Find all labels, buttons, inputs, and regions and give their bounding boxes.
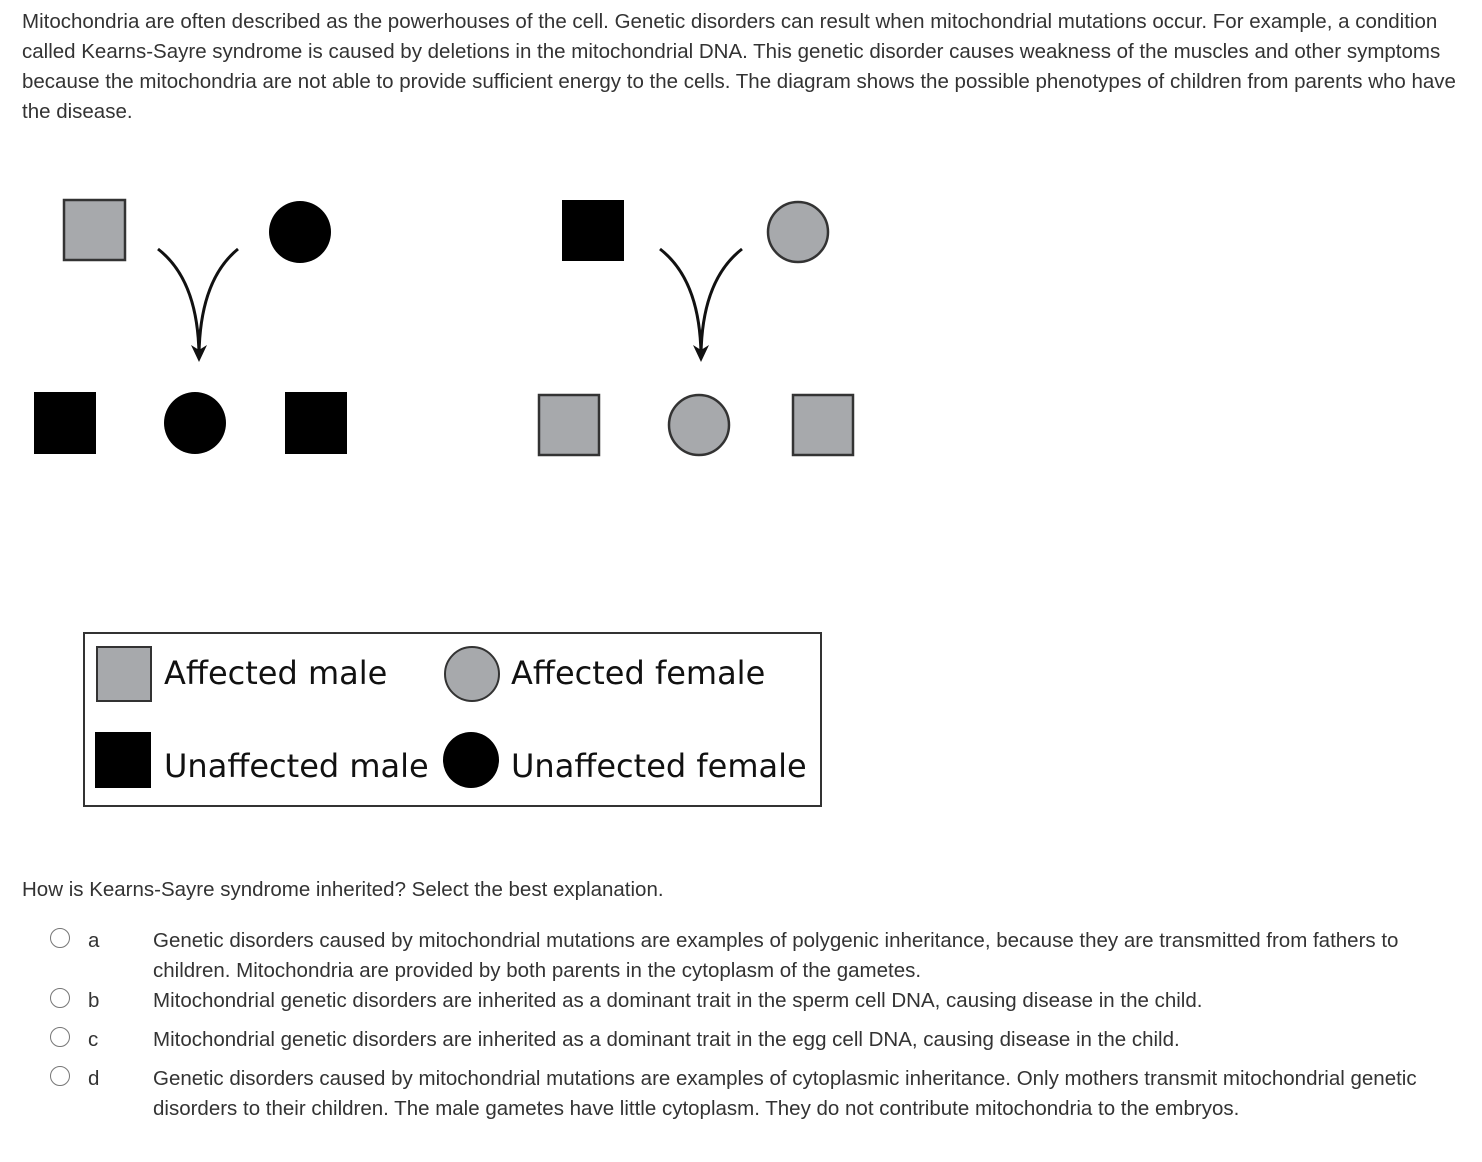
arrow-head xyxy=(693,345,709,362)
legend-affected-female-swatch xyxy=(444,646,500,702)
option-letter: a xyxy=(88,929,100,952)
radio-button-a[interactable] xyxy=(50,928,70,948)
legend-unaffected-female-swatch xyxy=(443,732,499,788)
option-text: Mitochondrial genetic disorders are inhe… xyxy=(153,989,1203,1012)
radio-button-b[interactable] xyxy=(50,988,70,1008)
parent-unaffected-male xyxy=(562,200,624,261)
option-text: Mitochondrial genetic disorders are inhe… xyxy=(153,1028,1180,1051)
radio-button-d[interactable] xyxy=(50,1066,70,1086)
legend-unaffected-male: Unaffected male xyxy=(164,747,429,785)
option-text: Genetic disorders caused by mitochondria… xyxy=(153,1067,1417,1120)
option-letter: b xyxy=(88,989,100,1012)
radio-button-c[interactable] xyxy=(50,1027,70,1047)
child-unaffected-male xyxy=(34,392,96,454)
legend-affected-male: Affected male xyxy=(164,654,387,692)
cross-arrow xyxy=(659,247,743,356)
legend-unaffected-male-swatch xyxy=(95,732,151,788)
legend-affected-female: Affected female xyxy=(511,654,765,692)
option-letter: d xyxy=(88,1067,100,1090)
question-text: How is Kearns-Sayre syndrome inherited? … xyxy=(22,878,664,901)
intro-paragraph: Mitochondria are often described as the … xyxy=(22,10,1456,123)
parent-affected-male xyxy=(62,198,127,262)
option-letter: c xyxy=(88,1028,99,1051)
legend-unaffected-female: Unaffected female xyxy=(511,747,807,785)
pedigree-diagram: Affected male Affected female Unaffected… xyxy=(34,198,855,807)
option-text: Genetic disorders caused by mitochondria… xyxy=(153,929,1399,982)
child-affected-male xyxy=(537,393,601,457)
child-unaffected-male xyxy=(285,392,347,454)
arrow-head xyxy=(191,345,207,362)
parent-unaffected-female xyxy=(269,201,331,263)
child-affected-female xyxy=(667,393,731,457)
child-unaffected-female xyxy=(164,392,226,454)
legend: Affected male Affected female Unaffected… xyxy=(83,632,822,807)
legend-affected-male-swatch xyxy=(96,646,152,702)
cross-arrow xyxy=(157,247,239,356)
parent-affected-female xyxy=(766,200,830,264)
child-affected-male xyxy=(791,393,855,457)
